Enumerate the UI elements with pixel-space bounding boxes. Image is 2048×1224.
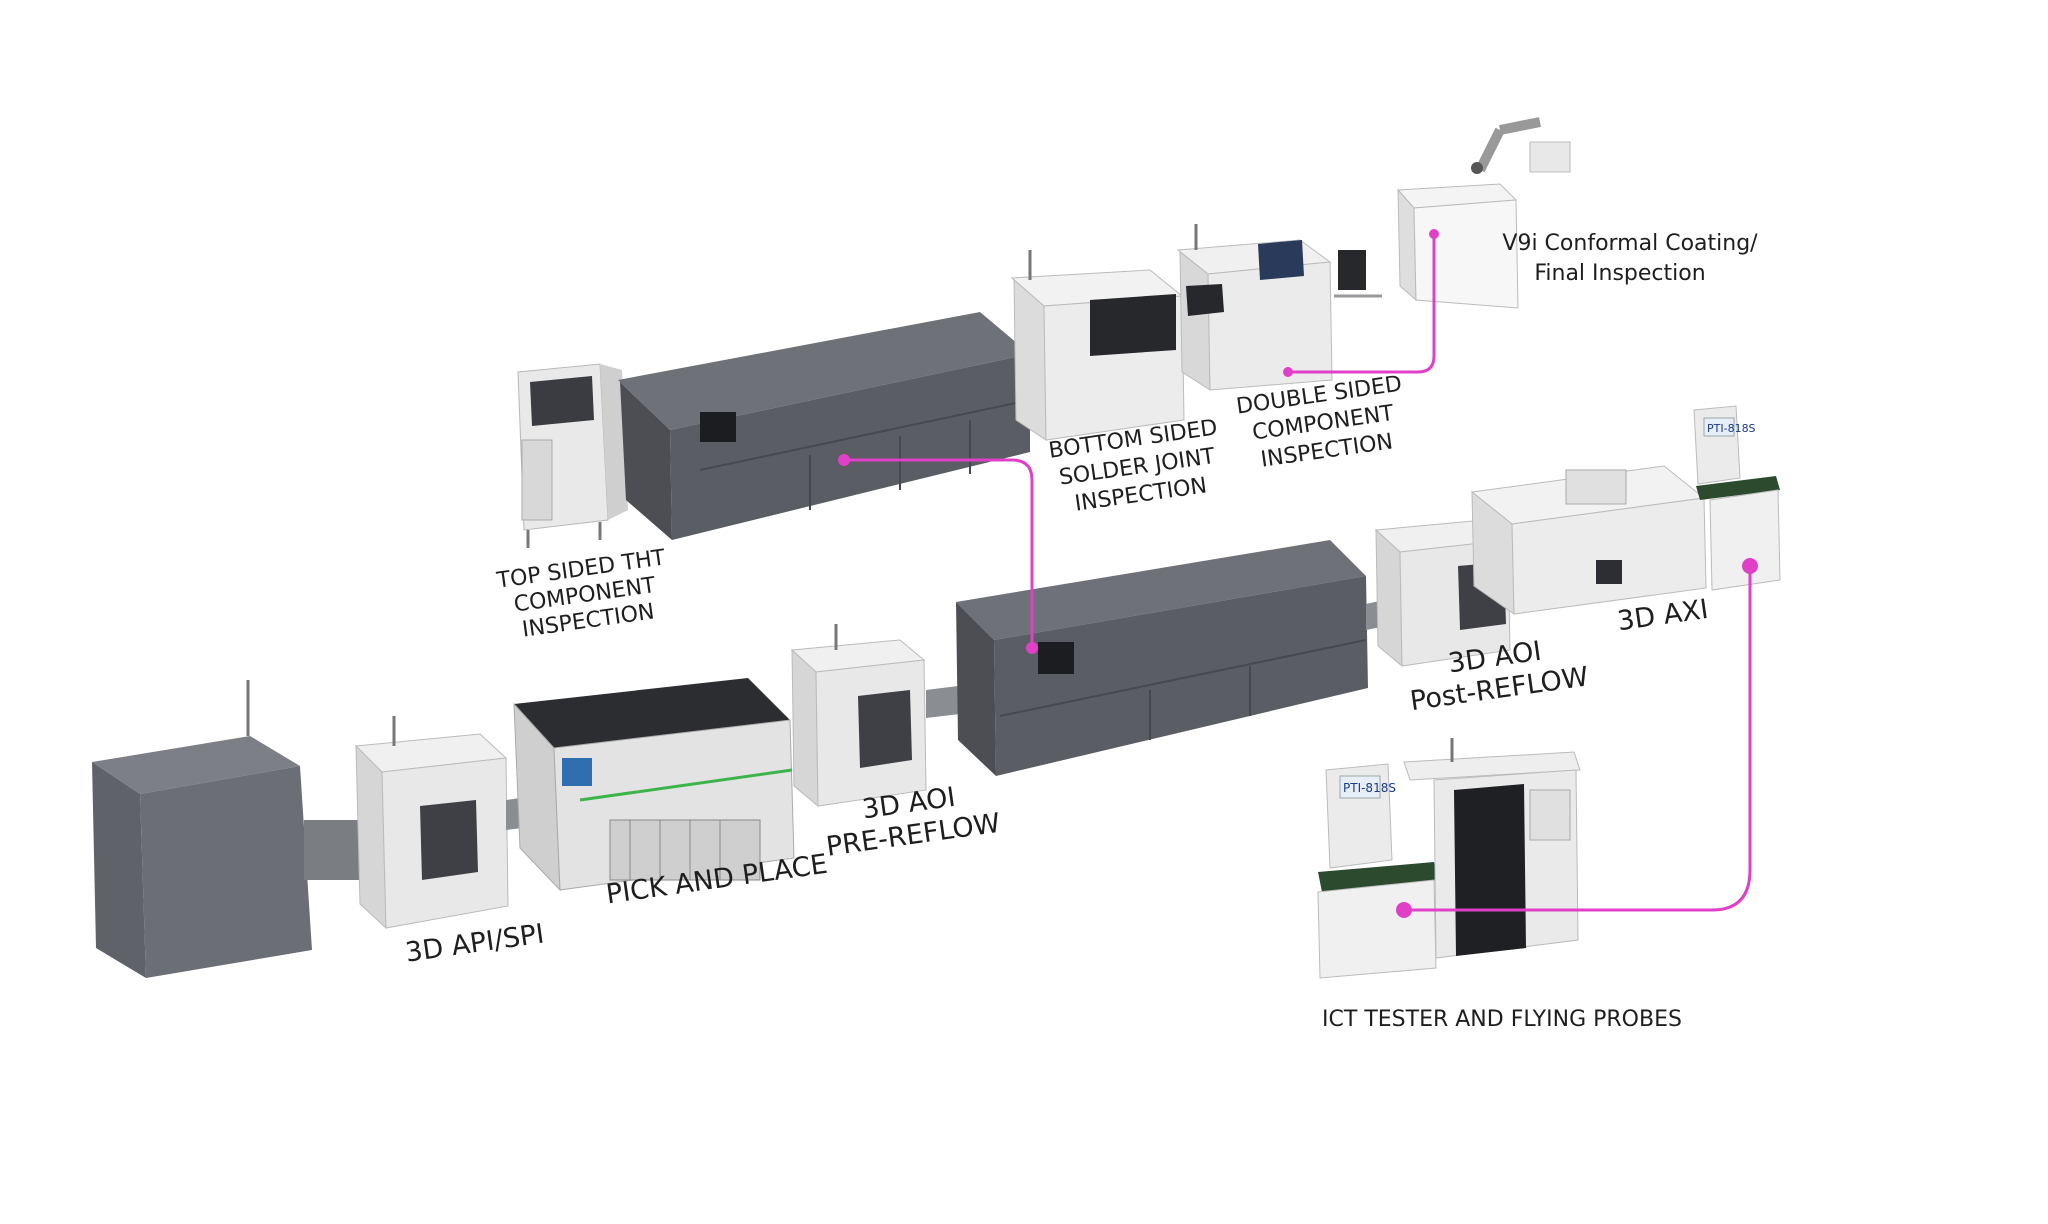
connector-dots <box>838 229 1758 918</box>
axi-machine-icon <box>1470 465 1707 615</box>
connector-oven-link <box>844 458 1034 646</box>
ict-tester-machine-icon: PTI-818S <box>1317 763 1438 979</box>
pti-tester-machine-icon: PTI-818S <box>1693 405 1781 591</box>
label-double-sided: DOUBLE SIDED COMPONENT INSPECTION <box>1235 372 1404 473</box>
stencil-printer-machine-icon <box>92 680 368 978</box>
bottom-sided-inspection-machine-icon <box>1010 250 1185 441</box>
double-sided-inspection-machine-icon <box>1176 224 1382 391</box>
label-conformal: V9i Conformal Coating/ Final Inspection <box>1502 231 1758 286</box>
label-conformal-line-2: Final Inspection <box>1534 261 1705 286</box>
label-axi: 3D AXI <box>1615 594 1710 637</box>
label-conformal-line-1: V9i Conformal Coating/ <box>1502 231 1758 256</box>
spi-machine-icon <box>354 716 509 930</box>
tester-badge-bottom: PTI-818S <box>1343 781 1396 795</box>
connector-axi-ict-link <box>1404 566 1752 912</box>
label-ict-tester: ICT TESTER AND FLYING PROBES <box>1322 1007 1682 1032</box>
pick-and-place-machine-icon <box>513 678 795 892</box>
tht-inspection-machine-icon <box>517 363 628 548</box>
feeder-bank <box>609 819 761 881</box>
pre-reflow-aoi-machine-icon <box>790 624 927 808</box>
lower-reflow-oven-icon <box>956 540 1368 776</box>
label-api-spi: 3D API/SPI <box>403 919 546 969</box>
tester-badge-top: PTI-818S <box>1707 422 1756 435</box>
upper-reflow-oven-icon <box>618 312 1031 540</box>
connectors <box>844 236 1752 912</box>
connector-conformal-link <box>1288 236 1436 374</box>
conformal-coating-machine-icon <box>1396 117 1571 309</box>
label-tht-inspection: TOP SIDED THT COMPONENT INSPECTION <box>494 545 667 642</box>
